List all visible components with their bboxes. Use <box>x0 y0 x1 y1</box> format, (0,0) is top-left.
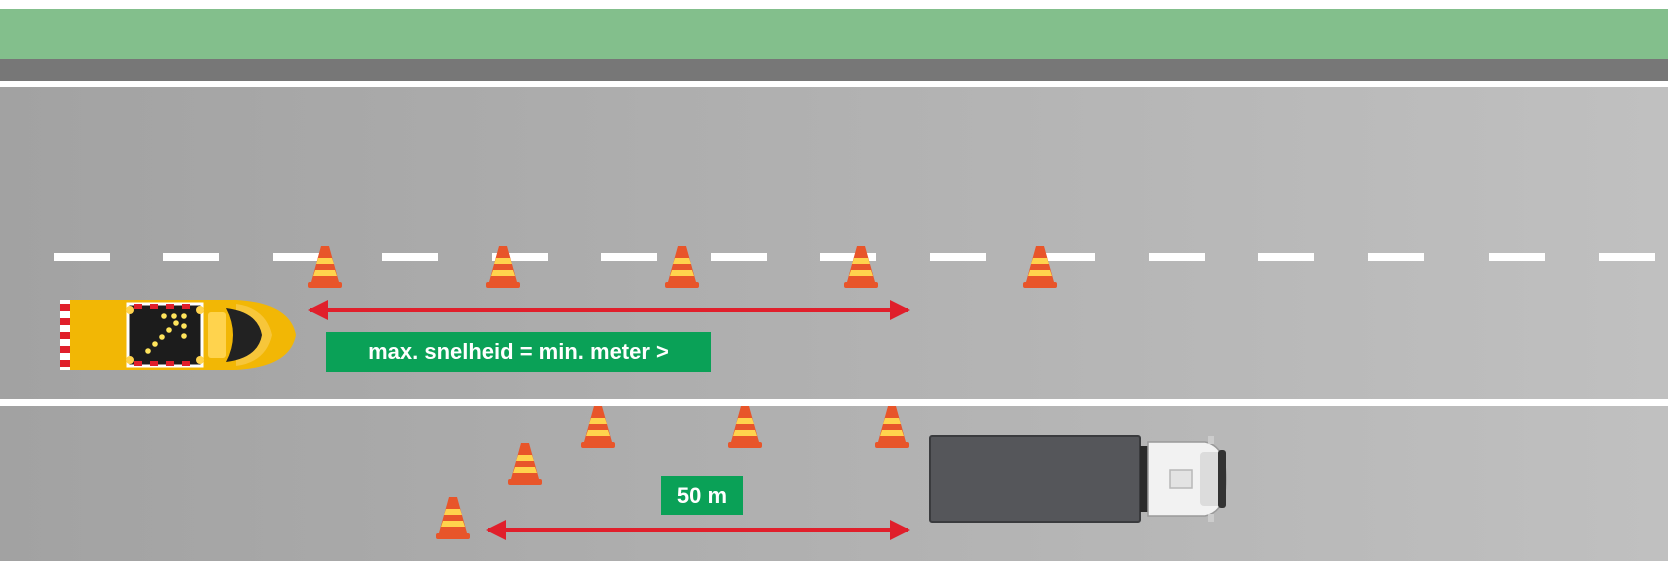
distance-label: 50 m <box>661 476 743 515</box>
grass-verge <box>0 9 1668 59</box>
lane-separator-line <box>0 399 1668 406</box>
arrow-board-icon <box>145 313 187 354</box>
road-edge-line-bottom <box>0 561 1668 569</box>
top-white-strip <box>0 0 1668 9</box>
truck <box>929 435 1227 523</box>
traffic-cone-icon <box>508 443 542 485</box>
road-surface-lower <box>0 406 1668 561</box>
hard-shoulder <box>0 59 1668 81</box>
dashed-lane-marking <box>54 253 1655 261</box>
traffic-cone-icon <box>844 246 878 288</box>
traffic-cone-icon <box>436 497 470 539</box>
road-edge-line-top <box>0 81 1668 87</box>
traffic-cone-icon <box>728 406 762 448</box>
traffic-cone-icon <box>665 246 699 288</box>
traffic-cone-icon <box>486 246 520 288</box>
traffic-cone-icon <box>308 246 342 288</box>
traffic-cone-icon <box>875 406 909 448</box>
service-vehicle <box>60 300 296 370</box>
traffic-cone-icon <box>581 406 615 448</box>
speed-rule-label: max. snelheid = min. meter > <box>326 332 711 372</box>
traffic-cone-icon <box>1023 246 1057 288</box>
